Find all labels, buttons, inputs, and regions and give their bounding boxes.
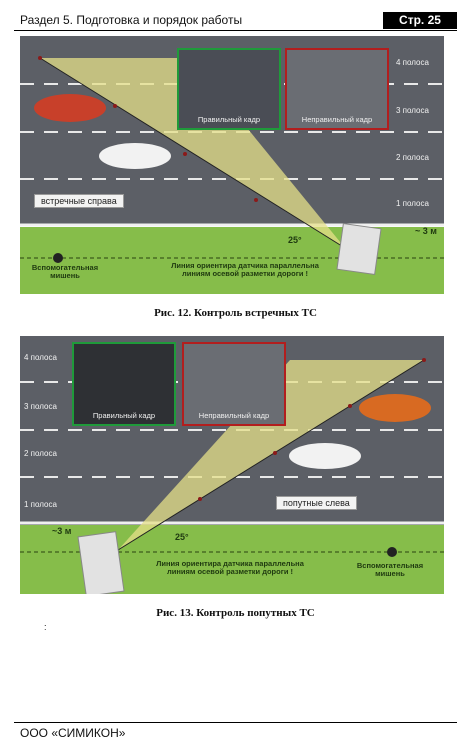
page-number: Стр. 25 [383, 12, 457, 29]
distance-label: ~3 м [52, 526, 72, 536]
section-title: Раздел 5. Подготовка и порядок работы [20, 13, 243, 27]
stray-colon: : [44, 622, 47, 632]
page-header: Раздел 5. Подготовка и порядок работы Ст… [14, 12, 457, 31]
correct-frame-image: Правильный кадр [177, 48, 281, 130]
angle-label: 25° [175, 532, 189, 542]
figure-13-caption: Рис. 13. Контроль попутных ТС [156, 607, 315, 619]
wrong-frame-label: Неправильный кадр [198, 411, 270, 420]
lane-4-label: 4 полоса [396, 58, 429, 67]
sensor-line-note: Линия ориентира датчика параллельна лини… [156, 559, 304, 577]
correct-frame-image: Правильный кадр [72, 342, 176, 426]
direction-label: встречные справа [34, 194, 124, 208]
distance-label: ~ 3 м [415, 226, 437, 236]
auxiliary-target-label: Вспомогательная мишень [356, 561, 424, 579]
auxiliary-target-label: Вспомогательная мишень [31, 263, 99, 281]
company-name: ООО «СИМИКОН» [20, 726, 126, 740]
page-footer: ООО «СИМИКОН» [14, 722, 457, 740]
lane-1-label: 1 полоса [24, 500, 57, 509]
lane-4-label: 4 полоса [24, 353, 57, 362]
lane-2-label: 2 полоса [396, 153, 429, 162]
figure-12: Правильный кадр Неправильный кадр 4 поло… [20, 36, 444, 294]
lane-3-label: 3 полоса [24, 402, 57, 411]
lane-2-label: 2 полоса [24, 449, 57, 458]
correct-frame-label: Правильный кадр [92, 411, 156, 420]
figure-13: Правильный кадр Неправильный кадр 4 поло… [20, 336, 444, 594]
sensor-line-note: Линия ориентира датчика параллельна лини… [171, 261, 319, 279]
wrong-frame-image: Неправильный кадр [182, 342, 286, 426]
angle-label: 25° [288, 235, 302, 245]
figure-12-caption: Рис. 12. Контроль встречных ТС [154, 307, 317, 319]
lane-1-label: 1 полоса [396, 199, 429, 208]
lane-3-label: 3 полоса [396, 106, 429, 115]
correct-frame-label: Правильный кадр [197, 115, 261, 124]
direction-label: попутные слева [276, 496, 357, 510]
wrong-frame-label: Неправильный кадр [301, 115, 373, 124]
wrong-frame-image: Неправильный кадр [285, 48, 389, 130]
